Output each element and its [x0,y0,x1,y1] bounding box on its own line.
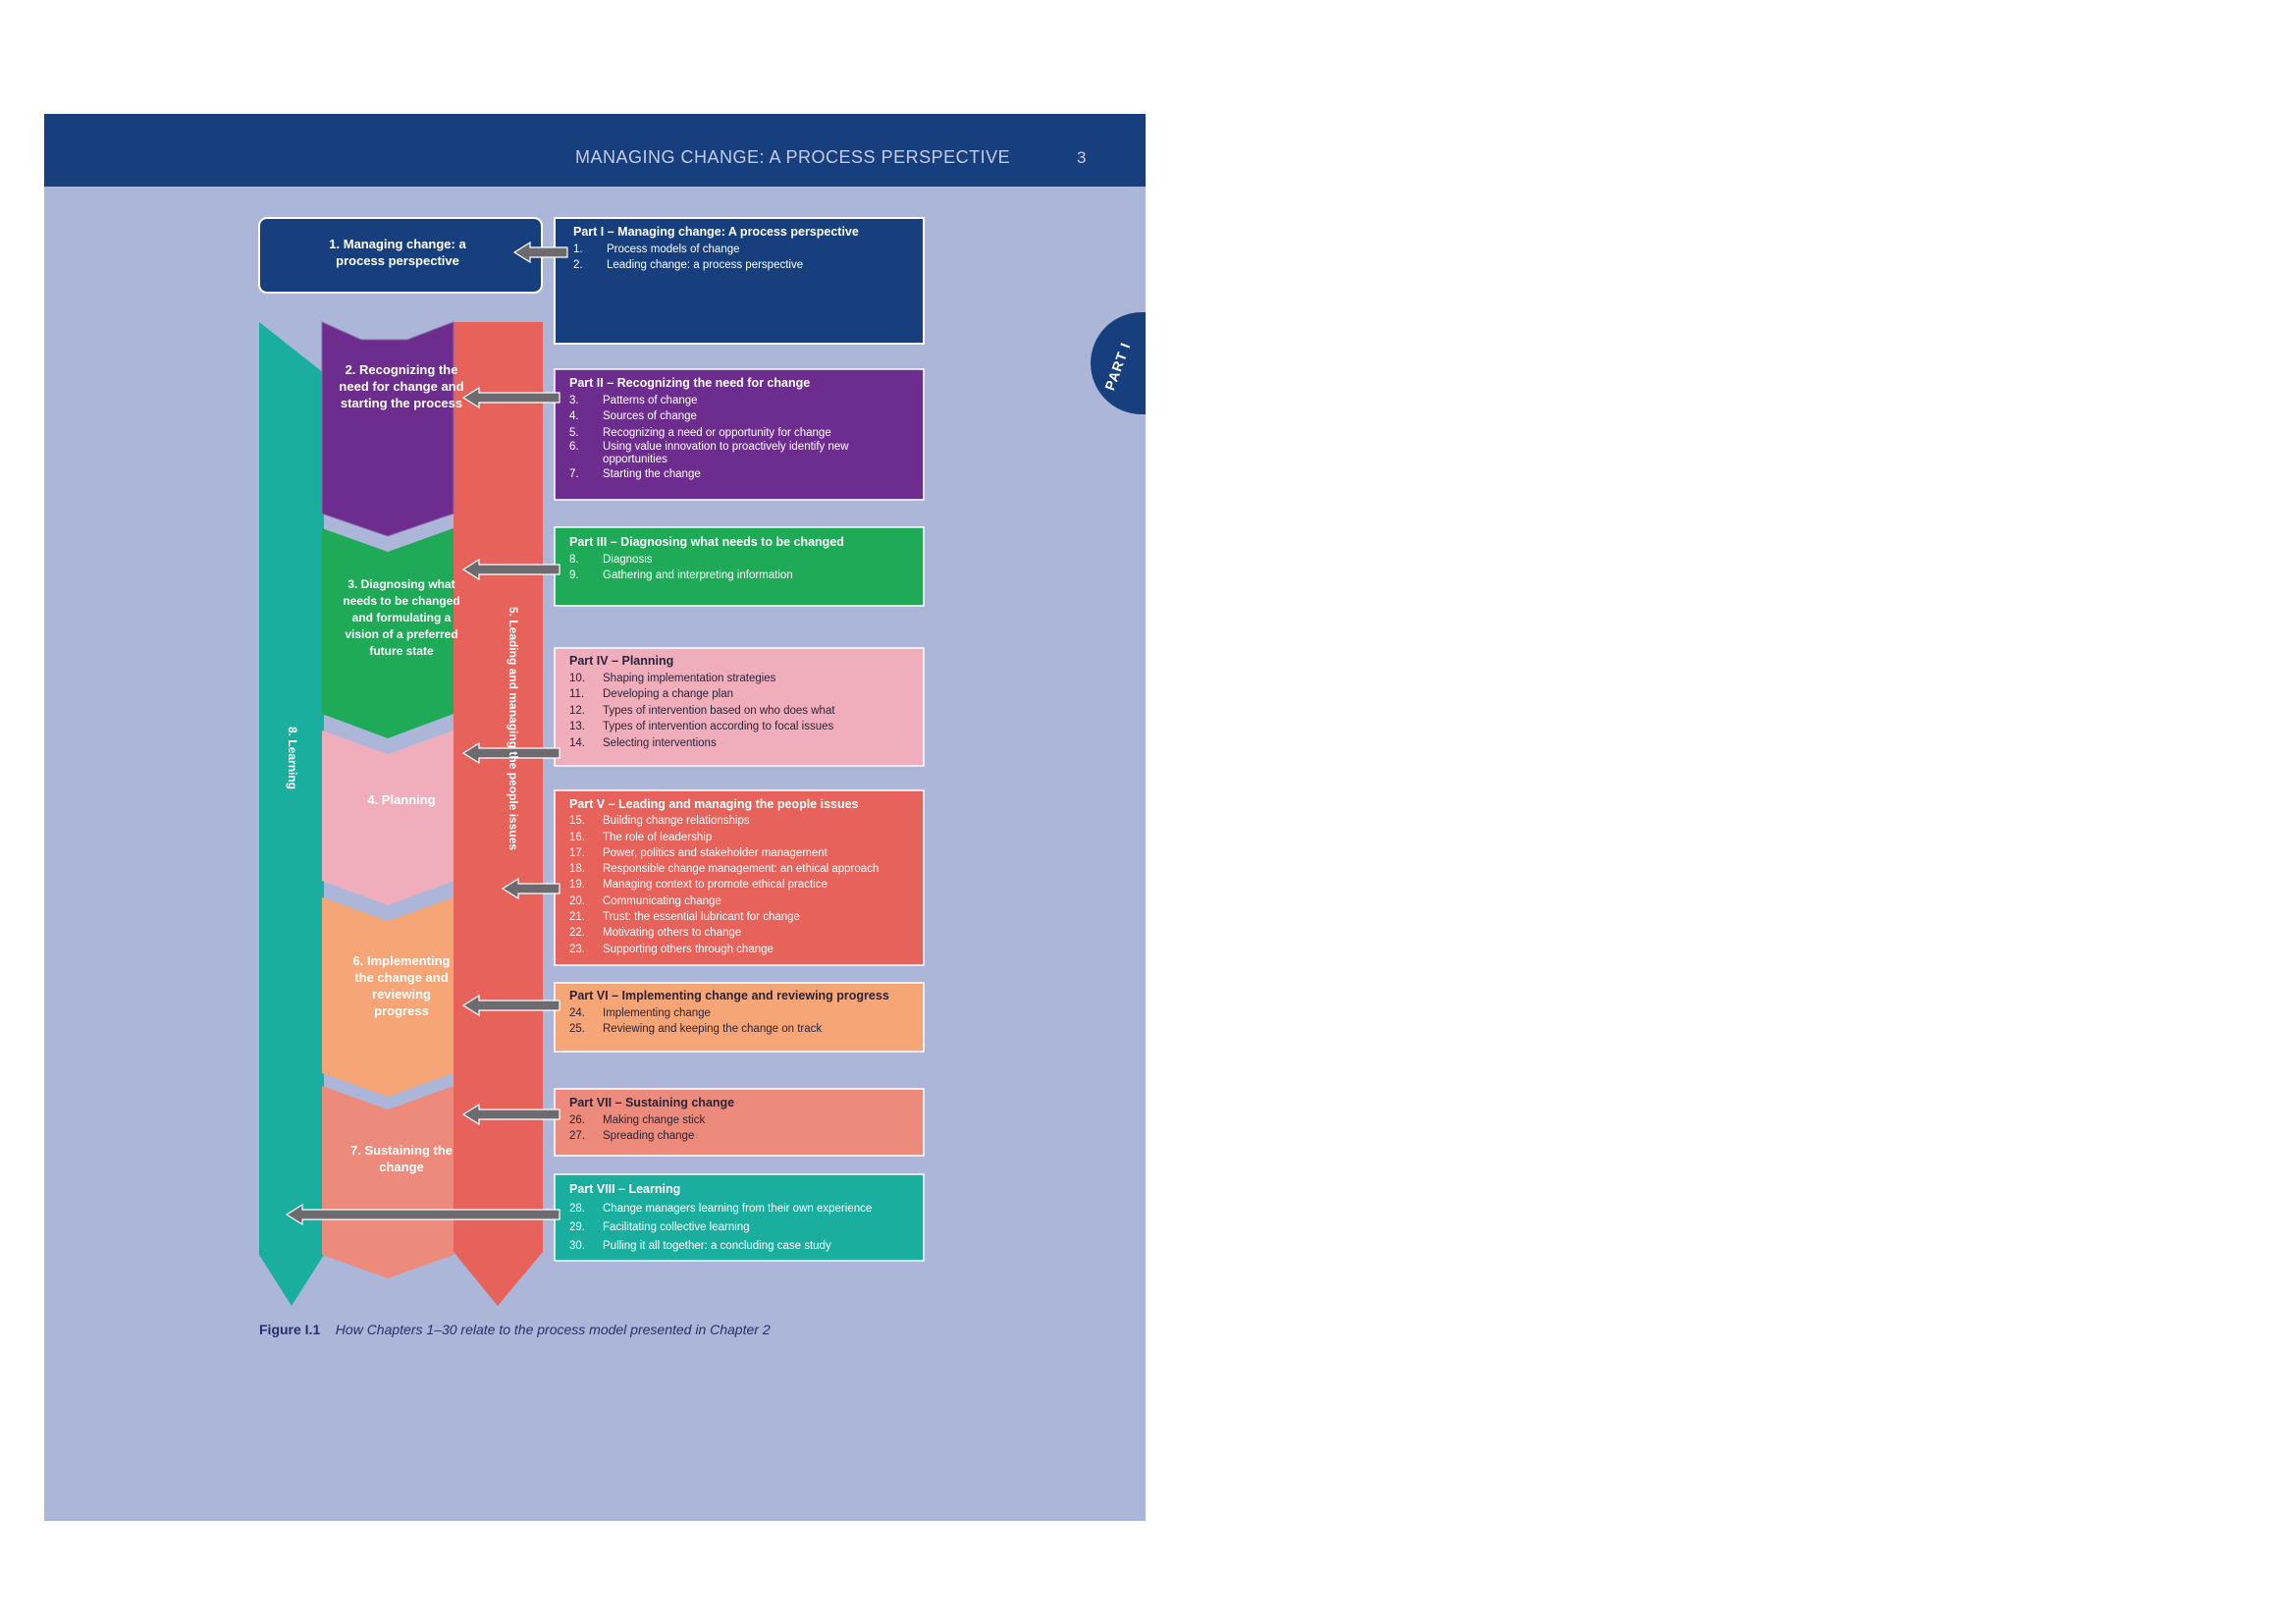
part-3-title: Part III – Diagnosing what needs to be c… [569,535,844,549]
part-6-text: Part VI – Implementing change and review… [569,988,918,1038]
part-8-text: Part VIII – Learning 28.Change managers … [569,1180,918,1256]
caption-text: How Chapters 1–30 relate to the process … [335,1322,771,1337]
part-2-text: Part II – Recognizing the need for chang… [569,375,913,483]
arrow-part-4 [461,741,561,765]
list-item: 19.Managing context to promote ethical p… [569,879,828,892]
list-item: 10.Shaping implementation strategies [569,672,776,684]
learning-arrow [259,322,324,1306]
list-item: 3.Patterns of change [569,394,698,406]
people-issues-arrow-top [454,322,543,373]
stage-6-label: 6. Implementing the change and reviewing… [352,953,451,1018]
part-4-title: Part IV – Planning [569,654,674,668]
part-7-text: Part VII – Sustaining change 26.Making c… [569,1095,918,1145]
list-item: 12.Types of intervention based on who do… [569,704,835,717]
stage-6-chevron [322,897,454,1097]
stage-4-chevron [322,731,454,905]
list-item: 15.Building change relationships [569,815,750,828]
people-issues-arrow [454,322,543,1306]
list-item: 4.Sources of change [569,410,697,422]
part-1-text: Part I – Managing change: A process pers… [573,224,917,274]
list-item: 21.Trust: the essential lubricant for ch… [569,911,800,924]
part-3-box [554,526,925,607]
part-4-box [554,647,925,767]
part-8-title: Part VIII – Learning [569,1182,681,1196]
part-7-box [554,1088,925,1157]
arrow-part-8 [285,1203,561,1226]
part-3-text: Part III – Diagnosing what needs to be c… [569,534,913,584]
list-item: 25.Reviewing and keeping the change on t… [569,1023,823,1035]
list-item: 9.Gathering and interpreting information [569,569,793,581]
part-6-title: Part VI – Implementing change and review… [569,989,889,1002]
list-item: 8.Diagnosis [569,553,653,566]
stage-8-label: 8. Learning [286,727,299,790]
part-2-box [554,368,925,501]
stage-4-label: 4. Planning [367,792,436,807]
list-item: 6.Using value innovation to proactively … [569,441,849,465]
stage-1-label: 1. Managing change: a process perspectiv… [329,237,466,268]
arrow-part-6 [461,994,561,1017]
stage-2-chevron [321,321,454,537]
list-item: 24.Implementing change [569,1006,711,1019]
part-4-text: Part IV – Planning 10.Shaping implementa… [569,653,913,751]
arrow-part-3 [461,558,561,581]
caption-label: Figure I.1 [259,1322,321,1337]
list-item: 1.Process models of change [573,243,740,255]
part-5-title: Part V – Leading and managing the people… [569,797,859,811]
stage-3-chevron [322,528,454,738]
list-item: 18.Responsible change management: an eth… [569,863,880,876]
part-2-title: Part II – Recognizing the need for chang… [569,376,811,390]
arrow-part-1 [512,241,568,264]
list-item: 17.Power, politics and stakeholder manag… [569,846,828,859]
list-item: 27.Spreading change [569,1130,695,1142]
header-title: MANAGING CHANGE: A PROCESS PERSPECTIVE [575,147,1011,167]
part-1-box [554,217,925,345]
stage-3-label: 3. Diagnosing what needs to be changed a… [343,577,460,658]
list-item: 23.Supporting others through change [569,943,774,955]
part-1-title: Part I – Managing change: A process pers… [573,225,859,239]
list-item: 14.Selecting interventions [569,736,717,749]
list-item: 11.Developing a change plan [569,688,733,700]
list-item: 30.Pulling it all together: a concluding… [569,1240,831,1252]
book-page: MANAGING CHANGE: A PROCESS PERSPECTIVE 3 [44,114,1146,1521]
arrow-part-5 [501,877,561,900]
list-item: 16.The role of leadership [569,831,713,843]
list-item: 28.Change managers learning from their o… [569,1203,873,1215]
list-item: 2.Leading change: a process perspective [573,259,804,271]
stage-7-label: 7. Sustaining the change [349,1143,453,1174]
stage-5-label: 5. Leading and managing the people issue… [507,607,520,851]
part-5-box [554,789,925,966]
part-6-box [554,982,925,1053]
list-item: 22.Motivating others to change [569,927,742,940]
stage-2-label: 2. Recognizing the need for change and s… [339,362,464,410]
part-8-box [554,1173,925,1262]
arrow-part-7 [461,1103,561,1126]
list-item: 13.Types of intervention according to fo… [569,721,834,732]
list-item: 29.Facilitating collective learning [569,1221,750,1233]
list-item: 5.Recognizing a need or opportunity for … [569,426,831,439]
figure-caption: Figure I.1 How Chapters 1–30 relate to t… [259,1322,771,1337]
list-item: 26.Making change stick [569,1113,706,1126]
part-5-text: Part V – Leading and managing the people… [569,796,918,957]
stage-7-chevron [322,1086,454,1278]
arrow-part-2 [461,386,561,409]
connector-arrows [285,241,568,1226]
running-header: MANAGING CHANGE: A PROCESS PERSPECTIVE 3 [44,114,1146,187]
page-number: 3 [1077,148,1087,167]
part-7-title: Part VII – Sustaining change [569,1096,735,1110]
list-item: 7.Starting the change [569,468,701,480]
list-item: 20.Communicating change [569,894,721,907]
